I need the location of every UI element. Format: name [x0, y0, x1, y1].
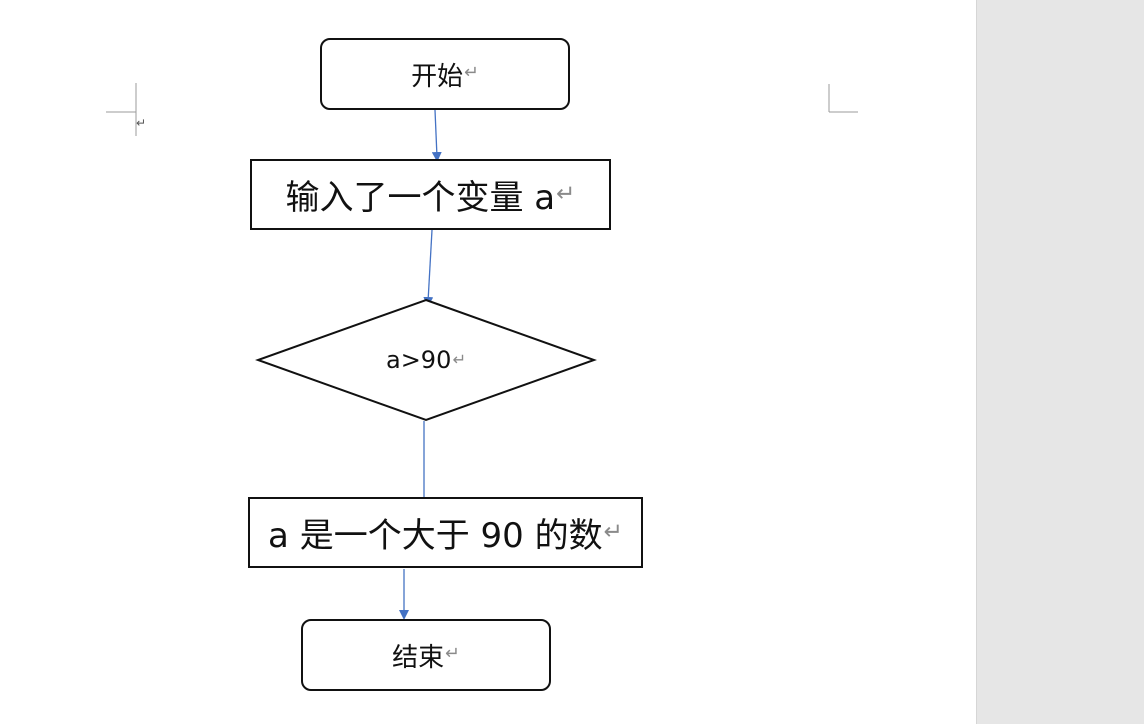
- connector-input-to-decision: [423, 229, 434, 307]
- input-label: 输入了一个变量 a↵: [285, 178, 576, 218]
- end-label: 结束↵: [392, 642, 460, 673]
- document-side-pane: [976, 0, 1144, 724]
- flowchart-canvas: [106, 83, 858, 620]
- document-page: ↵ 开始↵ 输入了一个变量 a↵ a>90↵ a 是一个大于 90 的数↵ 结束…: [106, 38, 858, 691]
- margin-marker-top-right: [828, 84, 858, 113]
- connector-start-to-input: [431, 109, 442, 162]
- margin-marker-top-left: [106, 83, 137, 136]
- end-node: 结束↵: [301, 619, 551, 691]
- process-label: a 是一个大于 90 的数↵: [268, 516, 623, 556]
- cursor-paragraph-mark: ↵: [136, 116, 147, 130]
- start-node: 开始↵: [320, 38, 570, 110]
- start-label: 开始↵: [411, 61, 479, 92]
- input-node: 输入了一个变量 a↵: [250, 159, 611, 230]
- decision-label: a>90↵: [385, 346, 467, 374]
- decision-diamond: [255, 298, 597, 422]
- process-node: a 是一个大于 90 的数↵: [248, 497, 643, 568]
